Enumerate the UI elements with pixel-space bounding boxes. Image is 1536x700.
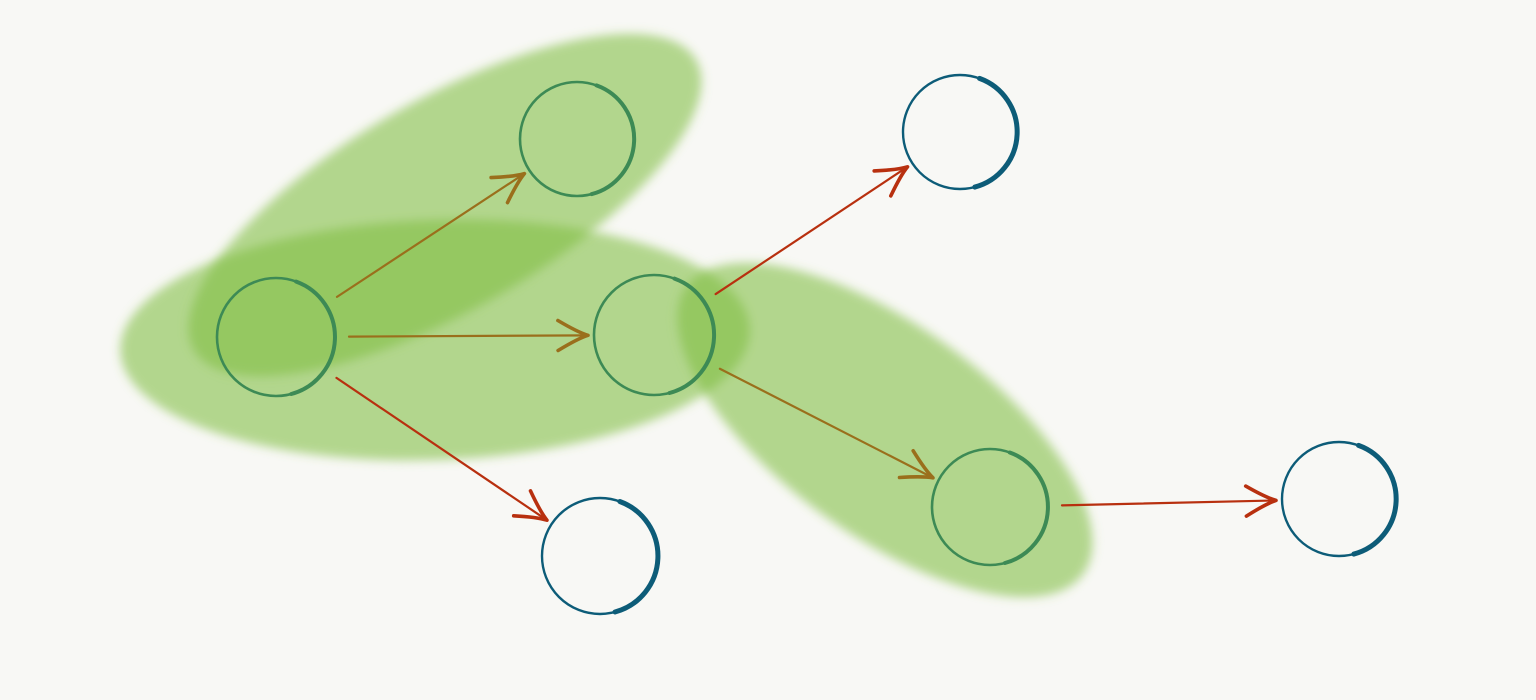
- node-n1: [215, 276, 337, 398]
- arrowhead-icon: [489, 171, 527, 205]
- edge-n1-n5: [335, 376, 549, 522]
- edge-n3-n4: [718, 367, 935, 480]
- edge-n1-n3: [347, 318, 590, 353]
- node-brush-stroke: [667, 276, 717, 395]
- node-brush-stroke: [589, 83, 637, 197]
- arrow-line: [335, 172, 526, 298]
- node-n7: [1280, 440, 1399, 558]
- edge-layer: [335, 165, 1278, 522]
- node-n5: [540, 496, 661, 616]
- arrow-line: [718, 367, 935, 479]
- wash-group-n1-n2: [188, 33, 702, 377]
- node-n4: [930, 447, 1050, 567]
- arrowhead-icon: [872, 165, 910, 198]
- edge-n1-n2: [335, 171, 527, 298]
- node-layer: [215, 73, 1399, 616]
- arrow-line: [714, 165, 909, 296]
- node-n3: [592, 273, 717, 397]
- node-brush-stroke: [1003, 450, 1050, 565]
- node-brush-stroke: [1351, 442, 1399, 557]
- wash-group-n3-n4: [677, 262, 1093, 598]
- node-n2: [518, 80, 637, 198]
- edge-n3-n6: [714, 165, 910, 296]
- arrow-line: [1060, 499, 1278, 507]
- arrow-line: [347, 334, 590, 338]
- arrowhead-icon: [1243, 484, 1278, 518]
- arrowhead-icon: [511, 489, 549, 522]
- arrow-line: [335, 376, 549, 522]
- node-n6: [901, 73, 1020, 191]
- arrowhead-icon: [556, 318, 590, 353]
- node-brush-stroke: [612, 499, 661, 615]
- arrowhead-icon: [897, 449, 935, 480]
- wash-layer: [120, 33, 1093, 598]
- node-brush-stroke: [972, 75, 1020, 190]
- node-brush-stroke: [289, 279, 337, 396]
- edge-n4-n7: [1060, 484, 1278, 518]
